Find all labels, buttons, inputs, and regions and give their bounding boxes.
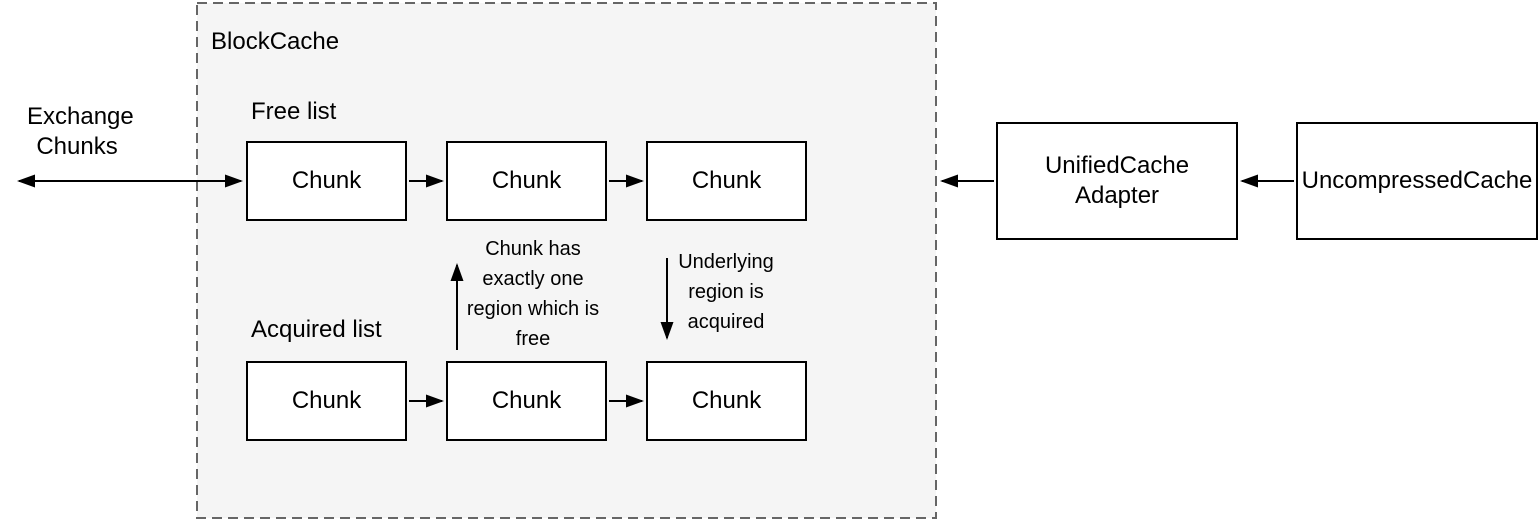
acquired-chunk-box-3: Chunk xyxy=(646,361,807,441)
free-chunk-box-2: Chunk xyxy=(446,141,607,221)
free-chunk-box-3: Chunk xyxy=(646,141,807,221)
chunk-label: Chunk xyxy=(691,387,762,414)
region-acquired-note: Underlying region is acquired xyxy=(678,251,774,333)
free-list-label: Free list xyxy=(251,98,337,125)
acquired-chunk-box-1: Chunk xyxy=(246,361,407,441)
chunk-label: Chunk xyxy=(691,167,762,194)
uncompressed-cache-label: UncompressedCache xyxy=(1301,167,1533,194)
chunk-label: Chunk xyxy=(491,387,562,414)
acquired-list-label: Acquired list xyxy=(251,316,382,343)
chunk-label: Chunk xyxy=(491,167,562,194)
unified-cache-adapter-box: UnifiedCache Adapter xyxy=(996,122,1238,240)
free-chunk-box-1: Chunk xyxy=(246,141,407,221)
exchange-chunks-label: Exchange Chunks xyxy=(27,103,134,160)
blockcache-title: BlockCache xyxy=(211,28,340,55)
uncompressed-cache-box: UncompressedCache xyxy=(1296,122,1538,240)
chunk-label: Chunk xyxy=(291,167,362,194)
region-free-note: Chunk has exactly one region which is fr… xyxy=(466,238,600,350)
chunk-label: Chunk xyxy=(291,387,362,414)
acquired-chunk-box-2: Chunk xyxy=(446,361,607,441)
unified-cache-adapter-label: UnifiedCache Adapter xyxy=(1044,152,1190,209)
